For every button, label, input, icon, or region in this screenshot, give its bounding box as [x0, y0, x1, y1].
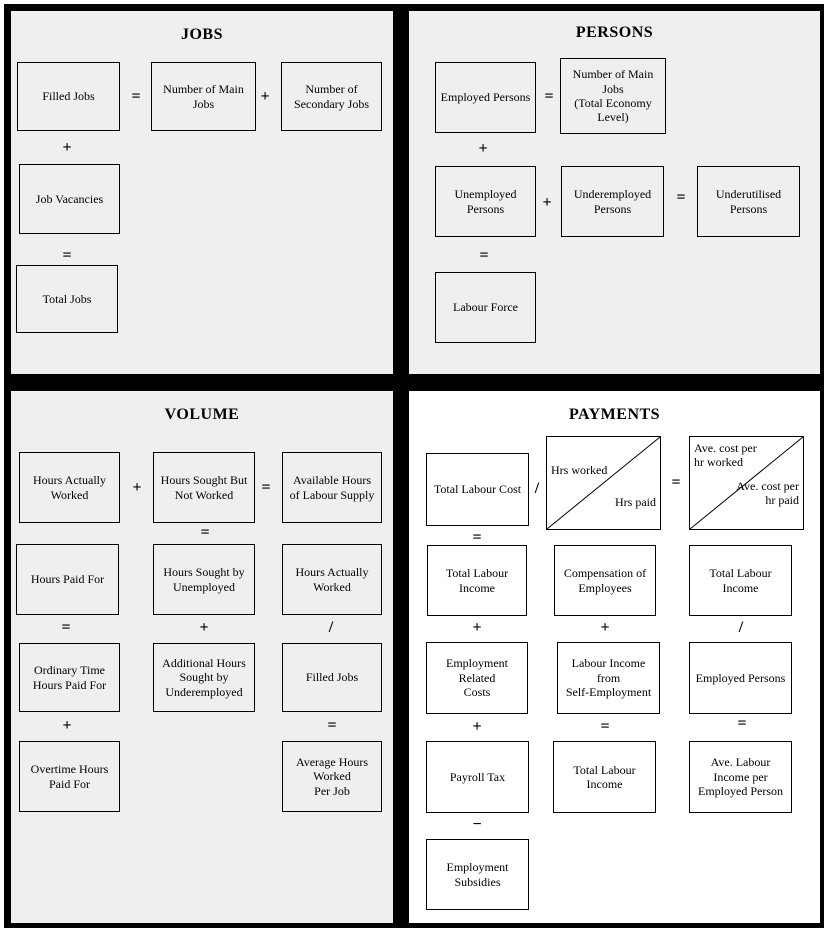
ratio-box-hrs-worked-hrs-paid: Hrs worked Hrs paid [546, 436, 661, 530]
operator-equals: = [737, 715, 747, 732]
box-underutilised-persons: Underutilised Persons [697, 166, 800, 237]
box-filled-jobs: Filled Jobs [17, 62, 120, 131]
operator-equals: = [61, 619, 71, 636]
ratio-label-hrs-worked: Hrs worked [551, 463, 608, 477]
box-hours-paid-for: Hours Paid For [16, 544, 119, 615]
diagonal-line [690, 437, 803, 529]
box-available-hours-of-labour-supply: Available Hours of Labour Supply [282, 452, 382, 523]
operator-plus: + [472, 619, 482, 636]
operator-equals: = [261, 479, 271, 496]
box-filled-jobs-volume: Filled Jobs [282, 643, 382, 712]
box-employment-subsidies: Employment Subsidies [426, 839, 529, 910]
panel-payments [409, 391, 820, 923]
operator-plus: + [472, 718, 482, 735]
box-number-of-main-jobs: Number of Main Jobs [151, 62, 256, 131]
operator-equals: = [600, 718, 610, 735]
ratio-label-ave-cost-per-hr-paid: Ave. cost per hr paid [736, 479, 799, 508]
box-total-labour-income-1: Total Labour Income [427, 545, 527, 616]
operator-plus: + [132, 479, 142, 496]
operator-plus: + [62, 139, 72, 156]
box-total-labour-income-3: Total Labour Income [553, 741, 656, 813]
ratio-label-hrs-paid: Hrs paid [615, 495, 656, 509]
box-overtime-hours-paid-for: Overtime Hours Paid For [19, 741, 120, 812]
operator-equals: = [472, 529, 482, 546]
operator-plus: + [199, 619, 209, 636]
jobs-title: JOBS [180, 26, 223, 43]
operator-equals: = [676, 189, 686, 206]
operator-plus: + [478, 140, 488, 157]
operator-equals: = [479, 247, 489, 264]
diagonal-line [547, 437, 660, 529]
operator-equals: = [327, 717, 337, 734]
box-labour-force: Labour Force [435, 272, 536, 343]
box-unemployed-persons: Unemployed Persons [435, 166, 536, 237]
box-labour-income-from-self-employment: Labour Income from Self-Employment [557, 642, 660, 714]
operator-divide: / [328, 619, 334, 636]
box-total-labour-income-2: Total Labour Income [689, 545, 792, 616]
box-employed-persons-payments: Employed Persons [689, 642, 792, 714]
box-hours-sought-by-unemployed: Hours Sought by Unemployed [153, 544, 255, 615]
operator-equals: = [671, 474, 681, 491]
box-hours-sought-but-not-worked: Hours Sought But Not Worked [153, 452, 255, 523]
persons-title: PERSONS [575, 24, 654, 41]
operator-plus: + [260, 88, 270, 105]
box-total-jobs: Total Jobs [16, 265, 118, 333]
box-job-vacancies: Job Vacancies [19, 164, 120, 234]
box-additional-hours-sought-by-underemployed: Additional Hours Sought by Underemployed [153, 643, 255, 712]
box-employment-related-costs: Employment Related Costs [426, 642, 528, 714]
operator-divide: / [534, 480, 540, 497]
operator-plus: + [62, 717, 72, 734]
operator-plus: + [600, 619, 610, 636]
operator-plus: + [542, 194, 552, 211]
box-total-labour-cost: Total Labour Cost [426, 453, 529, 526]
ratio-box-ave-cost-per-hr: Ave. cost per hr worked Ave. cost per hr… [689, 436, 804, 530]
operator-equals: = [200, 524, 210, 541]
ratio-label-ave-cost-per-hr-worked: Ave. cost per hr worked [694, 441, 757, 470]
operator-divide: / [738, 619, 744, 636]
operator-equals: = [62, 247, 72, 264]
box-hours-actually-worked: Hours Actually Worked [19, 452, 120, 523]
operator-minus: − [472, 816, 482, 833]
box-underemployed-persons: Underemployed Persons [561, 166, 664, 237]
box-payroll-tax: Payroll Tax [426, 741, 529, 813]
operator-equals: = [544, 88, 554, 105]
box-employed-persons: Employed Persons [435, 62, 536, 133]
panel-persons [409, 11, 820, 374]
box-ordinary-time-hours-paid-for: Ordinary Time Hours Paid For [19, 643, 120, 712]
volume-title: VOLUME [164, 406, 240, 423]
operator-equals: = [131, 88, 141, 105]
box-number-of-main-jobs-total-economy: Number of Main Jobs (Total Economy Level… [560, 58, 666, 134]
box-compensation-of-employees: Compensation of Employees [554, 545, 656, 616]
box-average-hours-worked-per-job: Average Hours Worked Per Job [282, 741, 382, 812]
panel-jobs [11, 11, 393, 374]
payments-title: PAYMENTS [568, 406, 661, 423]
panel-volume [11, 391, 393, 923]
box-ave-labour-income-per-employed-person: Ave. Labour Income per Employed Person [689, 741, 792, 813]
box-number-of-secondary-jobs: Number of Secondary Jobs [281, 62, 382, 131]
box-hours-actually-worked-2: Hours Actually Worked [282, 544, 382, 615]
